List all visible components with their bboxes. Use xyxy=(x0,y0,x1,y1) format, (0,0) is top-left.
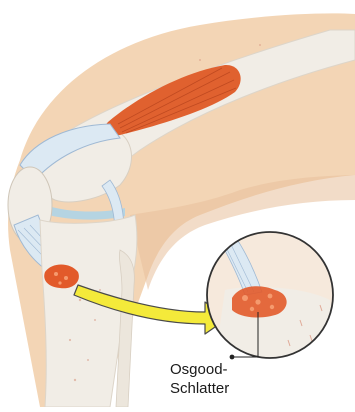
leader-dot xyxy=(230,355,235,360)
osgood-schlatter-label: Osgood- Schlatter xyxy=(170,360,290,398)
label-line-2: Schlatter xyxy=(170,379,290,398)
zoom-callout xyxy=(205,230,335,360)
label-line-1: Osgood- xyxy=(170,360,290,379)
